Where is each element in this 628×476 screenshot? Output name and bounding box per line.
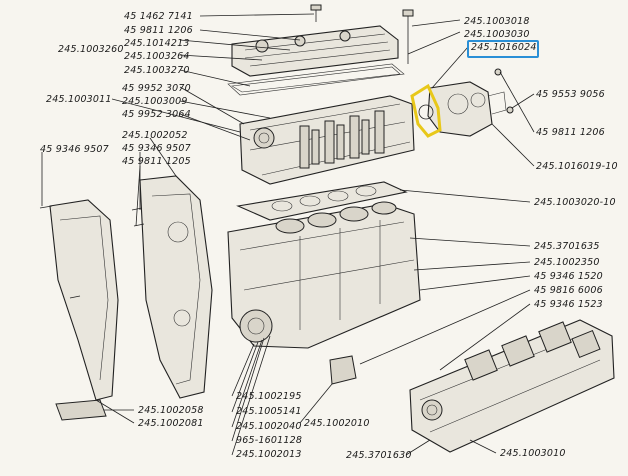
part-label: 245.1003009 <box>122 96 188 107</box>
water-outlet <box>427 81 493 137</box>
head-gasket <box>236 181 408 221</box>
part-label: 245.1003018 <box>464 16 530 27</box>
part-label: 245.1003010 <box>500 448 566 459</box>
timing-cover-rear <box>139 175 213 399</box>
part-label: 245.1003270 <box>124 65 190 76</box>
part-label: 245.1003011 <box>46 94 112 105</box>
part-label: 245.1003260 <box>58 44 124 55</box>
part-label: 245.3701635 <box>534 241 600 252</box>
part-label: 245.1002013 <box>236 449 302 460</box>
valve-cover <box>231 25 399 77</box>
part-label: 245.3701630 <box>346 450 412 461</box>
part-label: 245.1014213 <box>124 38 190 49</box>
bracket <box>55 399 107 421</box>
timing-cover-front <box>49 199 119 401</box>
part-label: 245.1002195 <box>236 391 302 402</box>
part-label: 245.1003264 <box>124 51 190 62</box>
part-label: 245.1005141 <box>236 406 302 417</box>
part-label: 245.1003030 <box>464 29 530 40</box>
part-label: 45 9952 3070 <box>122 83 191 94</box>
part-label: 45 9811 1206 <box>536 127 605 138</box>
part-label: 245.1002052 <box>122 130 188 141</box>
part-label: 245.1002350 <box>534 257 600 268</box>
part-label: 245.1016024 <box>471 42 537 53</box>
thermostat-gasket <box>410 83 442 138</box>
highlight-box <box>467 40 539 58</box>
part-label: 45 9811 1206 <box>124 25 193 36</box>
part-label: 45 9816 6006 <box>534 285 603 296</box>
part-label: 45 9952 3064 <box>122 109 191 120</box>
part-label: 245.1002010 <box>304 418 370 429</box>
part-label: 245.1002040 <box>236 421 302 432</box>
part-label: 45 9553 9056 <box>536 89 605 100</box>
part-label: 45 9346 1520 <box>534 271 603 282</box>
part-label: 45 9811 1205 <box>122 156 191 167</box>
part-label: 45 9346 9507 <box>40 144 109 155</box>
part-label: 245.1002058 <box>138 405 204 416</box>
part-label: 965-1601128 <box>236 435 303 446</box>
part-label: 245.1003020-10 <box>534 197 616 208</box>
part-label: 245.1002081 <box>138 418 204 429</box>
part-label: 45 1462 7141 <box>124 11 193 22</box>
part-label: 245.1016019-10 <box>536 161 618 172</box>
part-label: 45 9346 1523 <box>534 299 603 310</box>
part-label: 45 9346 9507 <box>122 143 191 154</box>
